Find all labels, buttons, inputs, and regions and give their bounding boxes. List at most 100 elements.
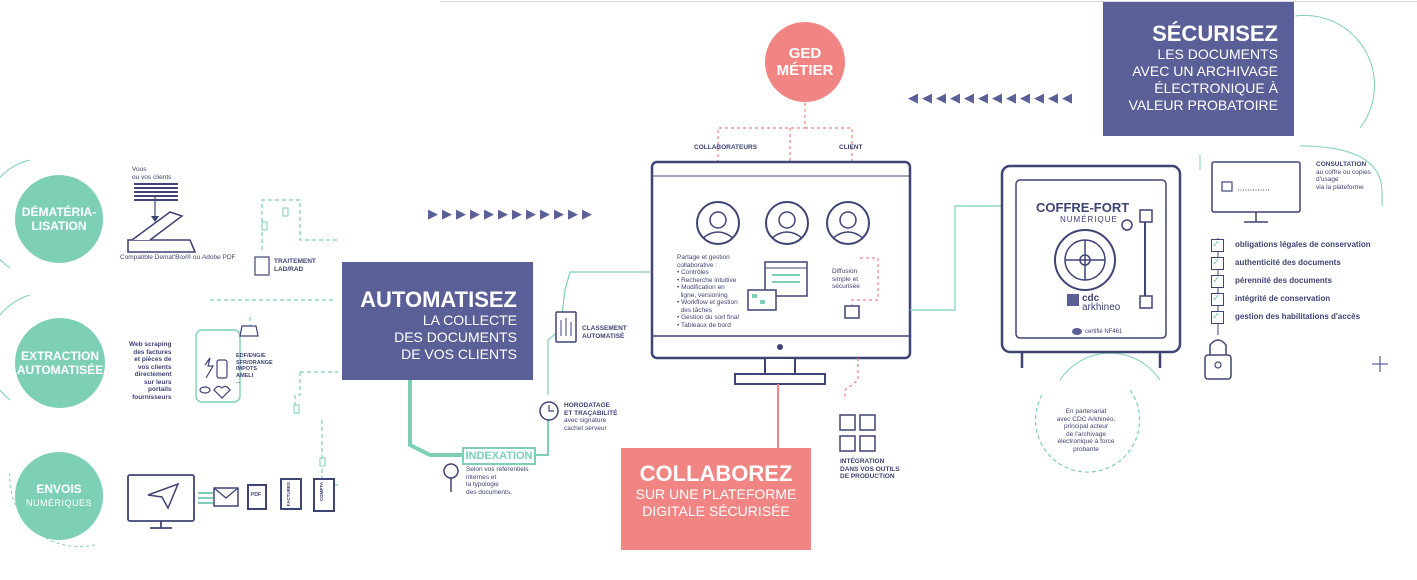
partage-6: • Workflow et gestion	[677, 299, 738, 306]
securisez-line4: VALEUR PROBATOIRE	[1128, 97, 1278, 113]
ged-line2: MÉTIER	[776, 62, 834, 79]
consultation-title: CONSULTATION	[1316, 161, 1367, 168]
automatisez-title: AUTOMATISEZ	[360, 287, 517, 312]
partner-5: probante	[1073, 445, 1099, 453]
pdf-doc-icon: PDF	[247, 484, 267, 510]
partner-4: électronique à force	[1057, 438, 1115, 445]
nf-logo-icon	[1072, 328, 1082, 335]
brand2: arkhineo	[1082, 302, 1121, 313]
extraction-line1: EXTRACTION	[21, 349, 99, 363]
partage-7: des tâches	[677, 306, 713, 314]
extraction-circle: EXTRACTION AUTOMATISÉE	[15, 318, 105, 408]
consultation-2: via la plateforme	[1316, 183, 1364, 191]
stacked-pages-icon	[134, 183, 178, 201]
partage-4: • Modification en	[677, 284, 725, 291]
automatisez-line3: DE VOS CLIENTS	[401, 346, 517, 362]
check-text-2: pérennité des documents	[1235, 276, 1332, 285]
tag-4: ...	[236, 379, 241, 385]
doc-factures-label: FACTURES	[286, 482, 291, 507]
partage-2: • Contrôles	[677, 269, 709, 276]
safe-title: COFFRE-FORT	[1036, 200, 1130, 215]
nf-cert: certifié NF461	[1072, 328, 1122, 335]
partage-0: Partage et gestion	[677, 254, 730, 261]
automatisez-line1: LA COLLECTE	[422, 312, 517, 328]
traitement-label: TRAITEMENT LAD/RAD	[274, 258, 316, 273]
horodatage-line4: cachet serveur	[564, 424, 607, 432]
check-text-1: authenticité des documents	[1235, 258, 1341, 267]
collaborez-title: COLLABOREZ	[639, 461, 793, 486]
partage-5: ligne, versioning	[677, 291, 728, 299]
classement-label: CLASSEMENT AUTOMATISÉ	[582, 325, 627, 340]
client-label: CLIENT	[839, 144, 863, 151]
securisez-line3: ÉLECTRONIQUE À	[1154, 80, 1278, 96]
securisez-line1: LES DOCUMENTS	[1157, 46, 1278, 62]
collaborez-line1: SUR UNE PLATEFORME	[635, 486, 797, 502]
collaborez-line2: DIGITALE SÉCURISÉE	[642, 503, 790, 519]
indexation-label: INDEXATION	[462, 447, 536, 465]
ged-line1: GED	[788, 45, 822, 62]
check-text-3: intégrité de conservation	[1235, 294, 1331, 303]
consultation-0: au coffre ou copies	[1316, 168, 1371, 176]
compatible-caption: Compatible Demat'Box® ou Adobe PDF	[120, 254, 236, 261]
partage-3: • Recherche intuitive	[677, 276, 737, 284]
check-text-0: obligations légales de conservation	[1235, 240, 1371, 249]
automatisez-line2: DES DOCUMENTS	[394, 329, 517, 345]
horodatage-line1: HORODATAGE	[564, 402, 610, 409]
classement-line2: AUTOMATISÉ	[582, 332, 625, 340]
envois-line2: NUMÉRIQUES	[25, 498, 92, 508]
partner-text: En partenariat avec CDC Arkhinéo, princi…	[1046, 408, 1126, 453]
dematerialisation-line2: LISATION	[31, 219, 87, 233]
collaborateurs-label: COLLABORATEURS	[694, 144, 758, 151]
idx-1: internes et	[466, 473, 497, 481]
partage-list: Partage et gestion collaborative : • Con…	[677, 254, 739, 329]
horodatage-label: HORODATAGE ET TRAÇABILITÉ avec signature…	[564, 402, 617, 432]
checkbox-icon: ✓	[1211, 293, 1224, 306]
collaborez-box: COLLABOREZ SUR UNE PLATEFORME DIGITALE S…	[621, 448, 811, 550]
diffusion-1: simple et	[832, 275, 859, 283]
ged-metier-circle: GED MÉTIER	[765, 22, 845, 102]
idx-0: Selon vos référentiels	[466, 466, 529, 473]
pdf-mark: PDF	[222, 254, 236, 261]
scanner-caption-2: ou vos clients	[132, 173, 172, 181]
envois-circle: ENVOIS NUMÉRIQUES	[15, 452, 103, 540]
ws-5: sur leurs	[144, 378, 172, 386]
checkbox-icon: ✓	[1211, 275, 1224, 288]
extraction-line2: AUTOMATISÉE	[16, 363, 104, 377]
tag-0: EDF/ENGIE	[236, 353, 266, 359]
doc-pdf-label: PDF	[251, 492, 261, 498]
integration-line2: DANS VOS OUTILS	[840, 465, 900, 473]
automatisez-box: AUTOMATISEZ LA COLLECTE DES DOCUMENTS DE…	[342, 262, 533, 380]
factures-doc-icon: FACTURES	[280, 478, 302, 510]
partage-8: • Gestion du sort final	[677, 314, 739, 321]
cdc-logo: cdc arkhineo	[1082, 294, 1121, 313]
ws-6: portails	[148, 386, 172, 393]
diffusion-text: Diffusion simple et sécurisée	[832, 268, 860, 291]
traitement-line2: LAD/RAD	[274, 265, 304, 273]
horodatage-line3: avec signature	[564, 417, 607, 424]
cert-text: certifié NF461	[1085, 329, 1123, 336]
webscraping-text: Web scraping des factures et pièces de v…	[129, 341, 172, 401]
right-arrows-icon: ▶▶▶▶▶▶▶▶▶▶▶▶	[428, 206, 596, 221]
checkbox-icon: ✓	[1211, 311, 1224, 324]
checkbox-icon: ✓	[1211, 239, 1224, 252]
ws-3: vos clients	[137, 363, 172, 371]
partage-9: • Tableaux de bord	[677, 321, 731, 329]
partner-2: principal acteur	[1063, 423, 1109, 430]
indexation-caption: Selon vos référentiels internes et la ty…	[466, 466, 529, 496]
scanner-caption-1: Vous	[132, 166, 147, 173]
left-arrows-icon: ◀◀◀◀◀◀◀◀◀◀◀◀	[908, 90, 1076, 105]
partner-0: En partenariat	[1065, 408, 1107, 415]
integration-label: INTÉGRATION DANS VOS OUTILS DE PRODUCTIO…	[840, 458, 900, 481]
diffusion-2: sécurisée	[832, 283, 860, 290]
tag-3: AMELI	[236, 372, 254, 379]
partage-1: collaborative :	[677, 261, 718, 269]
consultation-text: CONSULTATION au coffre ou copies d'usage…	[1316, 161, 1371, 191]
integration-line1: INTÉGRATION	[840, 458, 885, 465]
securisez-title: SÉCURISEZ	[1152, 21, 1278, 46]
safe-subtitle: NUMÉRIQUE	[1060, 215, 1118, 224]
ws-7: fournisseurs	[132, 393, 172, 401]
scanner-caption: Vous ou vos clients	[132, 166, 171, 181]
horodatage-line2: ET TRAÇABILITÉ	[564, 409, 618, 417]
compta-doc-icon: COMPTA	[313, 478, 335, 512]
